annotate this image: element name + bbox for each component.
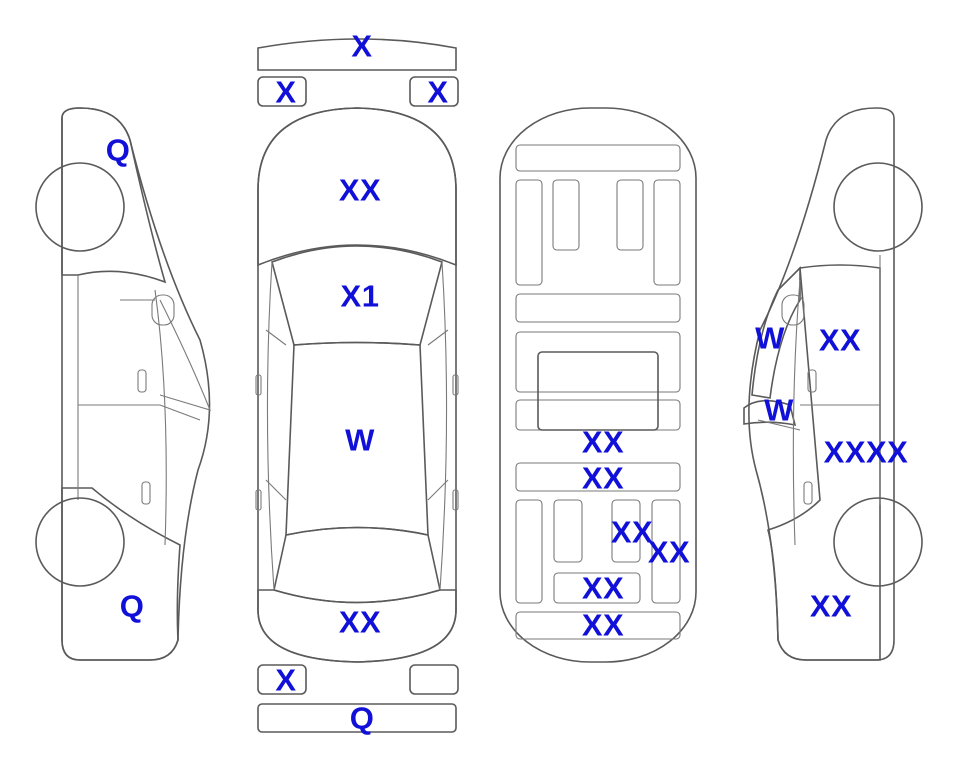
label-left-rear-quarter: Q — [119, 588, 145, 624]
label-roof: W — [345, 422, 375, 458]
label-left-taillight: X — [275, 662, 297, 698]
right-headlight-part[interactable] — [409, 76, 459, 107]
label-under-cross-1: XX — [581, 424, 625, 460]
under-front-bar — [515, 144, 681, 172]
label-right-b-pillar: W — [764, 392, 794, 428]
car-left-side-view — [35, 107, 211, 661]
top-left-door-seam — [265, 329, 287, 501]
top-right-door-seam — [427, 329, 449, 501]
right-side-body-outline — [748, 107, 895, 661]
under-rear-left-rail — [515, 499, 543, 604]
under-floor-frame — [515, 331, 681, 393]
car-right-side-view — [743, 107, 923, 661]
left-headlight-part[interactable] — [257, 76, 307, 107]
under-cross-4-part[interactable] — [515, 611, 681, 640]
label-windshield: X1 — [340, 278, 380, 314]
under-cross-3-part[interactable] — [553, 572, 641, 604]
left-front-fender-panel[interactable] — [61, 107, 167, 284]
left-side-body-outline — [61, 107, 211, 661]
label-under-small-2: XX — [647, 534, 691, 570]
trunk-panel[interactable] — [257, 589, 457, 663]
under-front-left-rail — [515, 179, 543, 286]
label-under-cross-4: XX — [581, 607, 625, 643]
under-center-pan — [537, 351, 659, 431]
right-taillight-part[interactable] — [409, 664, 459, 695]
car-underbody-view — [499, 107, 697, 663]
right-door-area-panel[interactable] — [767, 264, 881, 661]
label-under-small-1: XX — [610, 514, 654, 550]
top-left-handle-2 — [255, 489, 262, 511]
left-side-mirror — [151, 294, 175, 326]
label-left-headlight: X — [275, 74, 297, 110]
top-right-side-line — [439, 261, 448, 591]
label-right-rear-quarter: XX — [809, 588, 853, 624]
left-taillight-part[interactable] — [257, 664, 307, 695]
label-hood: XX — [338, 172, 382, 208]
left-rear-quarter-panel[interactable] — [61, 487, 181, 661]
label-right-front-door: XX — [818, 322, 862, 358]
under-cross-2-part[interactable] — [515, 462, 681, 492]
right-b-pillar-panel[interactable] — [743, 399, 797, 427]
under-front-right-block — [616, 179, 644, 251]
underbody-outline — [499, 107, 697, 663]
right-side-mirror — [781, 294, 805, 326]
car-top-view — [255, 107, 459, 663]
left-rear-wheel — [35, 497, 125, 587]
under-small-1-part[interactable] — [611, 499, 641, 563]
right-side-handle-1 — [807, 369, 817, 393]
under-small-2-part[interactable] — [651, 499, 681, 604]
label-under-cross-3: XX — [581, 570, 625, 606]
under-front-left-block — [552, 179, 580, 251]
label-front-bumper: X — [351, 28, 373, 64]
label-right-a-pillar: W — [755, 320, 785, 356]
label-under-cross-2: XX — [581, 460, 625, 496]
label-trunk: XX — [338, 604, 382, 640]
top-right-handle — [452, 374, 459, 396]
left-side-door-lines — [77, 275, 201, 546]
right-a-pillar-panel[interactable] — [751, 266, 801, 399]
right-side-handle-2 — [803, 481, 813, 505]
label-right-rear-door: XXXX — [823, 434, 909, 470]
under-rear-left-block — [553, 499, 583, 563]
hood-panel[interactable] — [257, 107, 457, 267]
label-left-front-fender: Q — [105, 132, 131, 168]
under-front-right-rail — [653, 179, 681, 286]
label-right-headlight: X — [427, 74, 449, 110]
front-bumper-part[interactable] — [257, 38, 457, 71]
under-crossmember — [515, 293, 681, 323]
left-front-wheel — [35, 162, 125, 252]
left-side-handle-2 — [141, 481, 151, 505]
rear-bumper-part[interactable] — [257, 703, 457, 733]
label-rear-bumper: Q — [349, 700, 375, 736]
right-front-wheel — [833, 162, 923, 252]
top-right-handle-2 — [452, 489, 459, 511]
top-left-handle — [255, 374, 262, 396]
top-left-side-line — [266, 261, 275, 591]
left-side-handle-1 — [137, 369, 147, 393]
right-side-door-lines — [757, 255, 881, 546]
left-side-window-line — [159, 299, 211, 411]
right-rear-wheel — [833, 497, 923, 587]
rear-window-panel — [273, 526, 441, 604]
